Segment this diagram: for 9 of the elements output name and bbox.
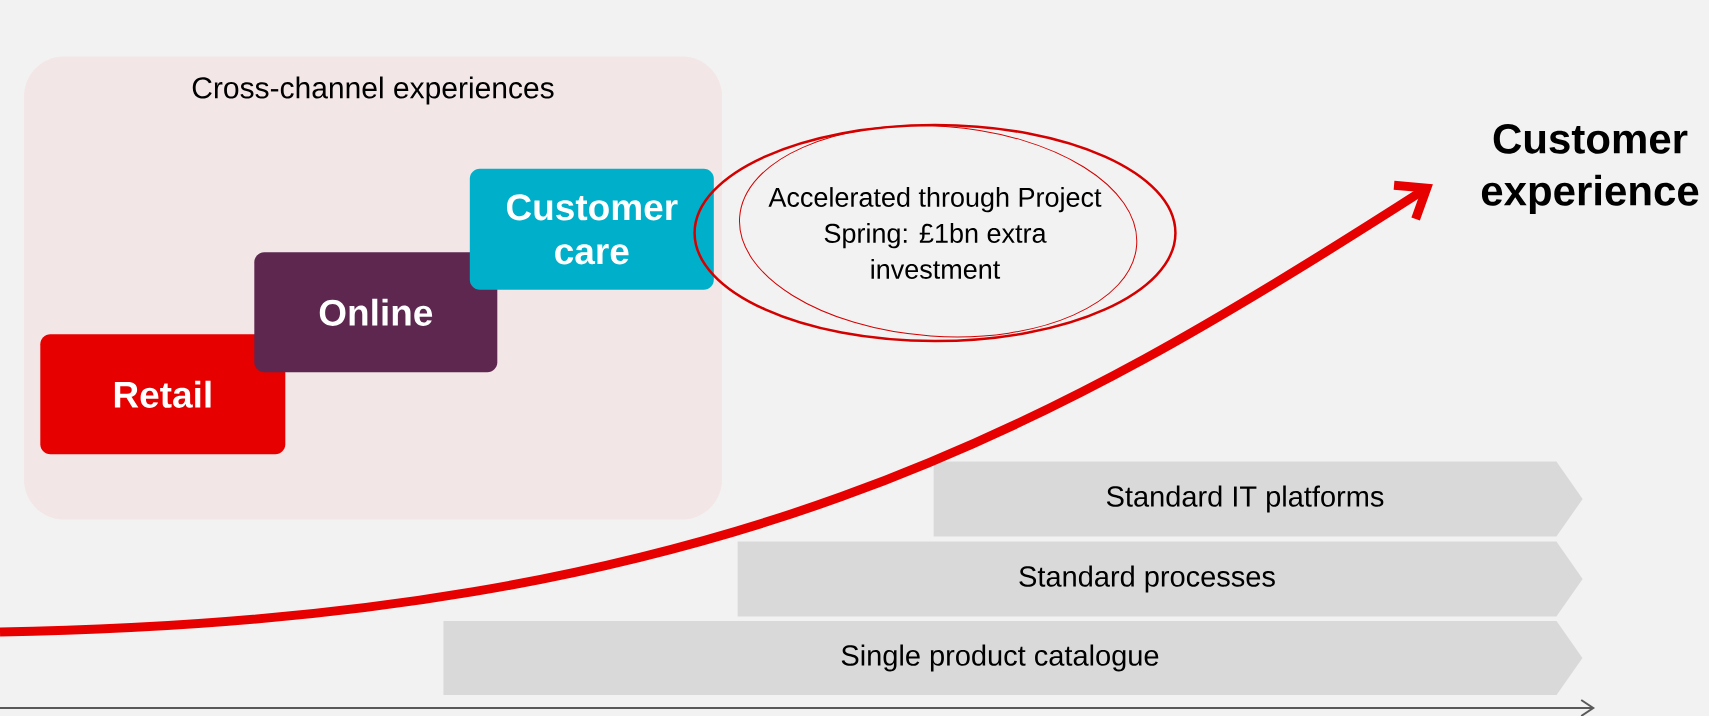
circled-note: Accelerated through Project Spring: £1bn extra investment bbox=[693, 123, 1177, 343]
chevron-band: Single product catalogue bbox=[443, 621, 1583, 695]
growth-arrow bbox=[0, 180, 1433, 637]
chevron-band: Standard processes bbox=[737, 541, 1583, 617]
heading-text: Customer experience bbox=[1481, 124, 1699, 215]
chevron-band: Standard IT platforms bbox=[933, 461, 1583, 537]
channel-box: Online bbox=[254, 252, 498, 373]
channel-box: Retail bbox=[40, 334, 286, 455]
channel-box: Customer care bbox=[469, 168, 714, 290]
